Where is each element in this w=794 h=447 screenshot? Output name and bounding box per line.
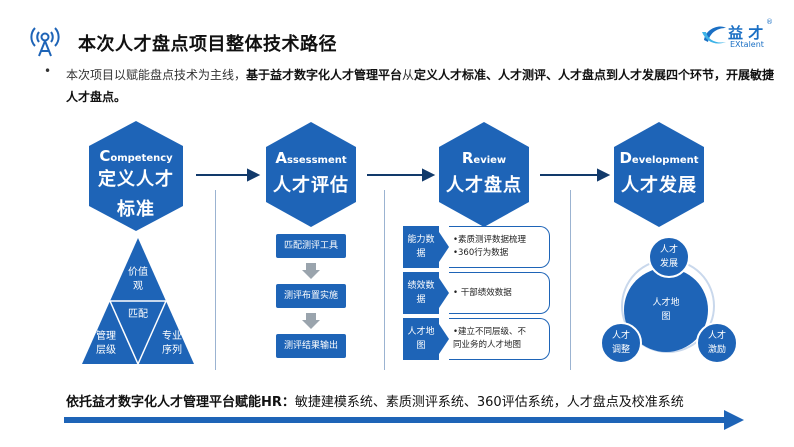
hex-assessment [266, 122, 356, 227]
review-row-label: 能力数据 [403, 226, 439, 268]
brand-logo-subtext: EXtalent [730, 40, 764, 49]
stage-review-initial: R [461, 149, 474, 167]
stage-competency-en-rest: ompetency [110, 153, 173, 164]
footer-rest: 敏捷建模系统、素质测评系统、360评估系统，人才盘点及校准系统 [294, 395, 684, 410]
review-row-item: •360行为数据 [453, 248, 509, 258]
brand-logo-registered: ® [766, 18, 773, 26]
hex-competency [89, 121, 183, 231]
intro-part1: 本次项目以赋能盘点技术为主线， [66, 68, 247, 82]
assessment-step: 匹配测评工具 [276, 234, 346, 258]
assessment-step: 测评结果输出 [276, 334, 346, 358]
brand-logo-text: 益 才 [728, 24, 764, 42]
review-row-detail: •素质测评数据梳理 •360行为数据 [449, 226, 550, 268]
review-row-detail: •建立不同层级、不 同业务的人才地图 [449, 318, 550, 360]
triangle-left-label: 管理层级 [96, 331, 116, 356]
stage-review-en: Review [439, 148, 529, 167]
stage-competency-cn2: 标准 [117, 199, 155, 220]
stage-assessment-initial: A [275, 149, 287, 167]
stage-competency-en: Competency [89, 146, 183, 165]
review-row-label: 人才地图 [403, 318, 439, 360]
stage-development-cn: 人才发展 [621, 175, 697, 196]
footer-bold: 依托益才数字化人才管理平台赋能HR： [66, 395, 295, 410]
stage-competency-cn: 定义人才 [98, 169, 174, 190]
stage-assessment-label: Assessment 人才评估 [262, 148, 360, 197]
assessment-step: 测评布置实施 [276, 284, 346, 308]
competency-triangle [82, 238, 194, 365]
down-arrow-icon [302, 263, 320, 279]
review-row-item: •建立不同层级、不 [453, 327, 527, 337]
stage-assessment-en: Assessment [262, 148, 360, 167]
development-top-node: 人才发展 [648, 236, 690, 278]
stage-competency-label: Competency 定义人才 标准 [89, 146, 183, 221]
development-right-node: 人才激励 [696, 322, 738, 364]
intro-part3: 从 [402, 68, 415, 82]
review-row-item: •素质测评数据梳理 [453, 235, 527, 245]
triangle-center-label: 匹配 [128, 309, 148, 320]
footer-text: 依托益才数字化人才管理平台赋能HR：敏捷建模系统、素质测评系统、360评估系统，… [66, 391, 684, 410]
column-divider [570, 190, 571, 370]
stage-assessment-cn: 人才评估 [273, 175, 349, 196]
development-top-label: 人才发展 [659, 245, 678, 269]
hex-review [439, 122, 529, 227]
stage-development-label: Development 人才发展 [610, 148, 708, 197]
intro-text: 本次项目以赋能盘点技术为主线，基于益才数字化人才管理平台从定义人才标准、人才测评… [66, 64, 786, 108]
review-chevrons [435, 226, 449, 360]
development-right-label: 人才激励 [707, 331, 726, 355]
page-title: 本次人才盘点项目整体技术路径 [78, 34, 337, 55]
brand-logo-icon [702, 26, 726, 44]
stage-competency-initial: C [99, 147, 111, 165]
development-left-node: 人才调整 [600, 322, 642, 364]
intro-bullet: • [44, 64, 52, 78]
hex-development [614, 122, 704, 227]
stage-review-label: Review 人才盘点 [439, 148, 529, 197]
stage-review-en-rest: eview [473, 155, 507, 166]
column-divider [215, 190, 216, 370]
stage-development-initial: D [619, 149, 632, 167]
review-row-detail: • 干部绩效数据 [449, 272, 550, 314]
column-divider [384, 190, 385, 370]
timeline-arrow [64, 410, 744, 430]
intro-part2: 基于益才数字化人才管理平台 [246, 68, 403, 82]
development-center-label: 人才地图 [652, 298, 680, 322]
review-row-item: • 干部绩效数据 [453, 287, 512, 298]
review-row-label: 绩效数据 [403, 272, 439, 314]
stage-development-en: Development [610, 148, 708, 167]
stage-assessment-en-rest: ssessment [286, 155, 347, 166]
stage-development-en-rest: evelopment [631, 155, 699, 166]
down-arrow-icon [302, 313, 320, 329]
project-icon [30, 27, 60, 57]
intro-part4: 定义人才标准、人才测评、人才盘点到人才发展四个环节，开展敏捷人才盘点。 [66, 68, 775, 104]
stage-review-cn: 人才盘点 [446, 175, 522, 196]
triangle-top-label: 价值观 [128, 267, 148, 292]
development-left-label: 人才调整 [611, 331, 630, 355]
review-row-item: 同业务的人才地图 [453, 340, 522, 350]
triangle-right-label: 专业序列 [162, 331, 182, 356]
stage-arrow [196, 168, 611, 182]
